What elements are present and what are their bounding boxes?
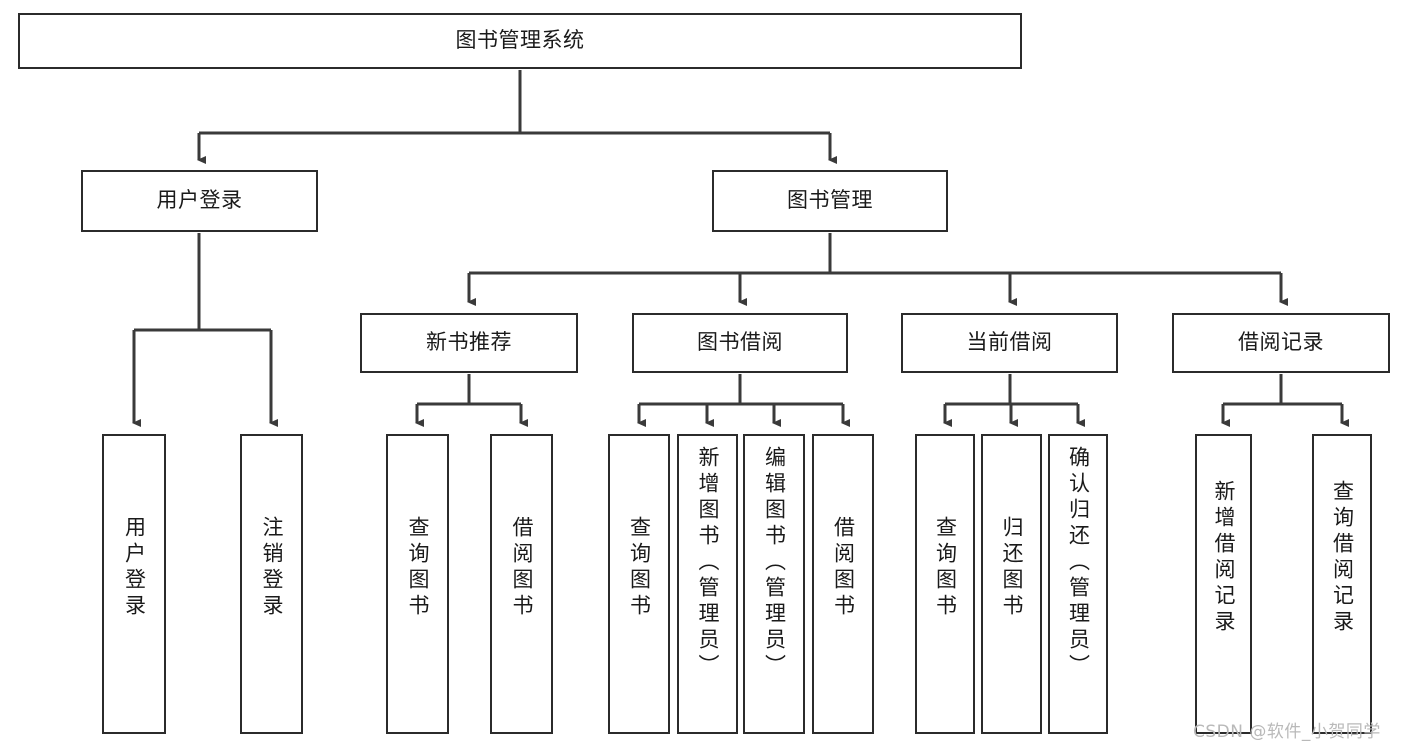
leaf-borrow-edit-book-admin[interactable]: 编辑图书（管理员） [743,434,805,734]
node-label: 查询图书 [406,516,430,620]
leaf-current-confirm-return-admin[interactable]: 确认归还（管理员） [1048,434,1108,734]
leaf-current-return-books[interactable]: 归还图书 [981,434,1042,734]
node-label: 新增图书（管理员） [696,446,720,680]
node-label: 归还图书 [1000,516,1024,620]
node-label: 新书推荐 [426,330,512,355]
node-label: 借阅记录 [1238,330,1324,355]
leaf-borrow-add-book-admin[interactable]: 新增图书（管理员） [677,434,738,734]
leaf-current-query-books[interactable]: 查询图书 [915,434,975,734]
leaf-borrow-borrow-books[interactable]: 借阅图书 [812,434,874,734]
leaf-new-book-query-books[interactable]: 查询图书 [386,434,449,734]
node-label: 图书借阅 [697,330,783,355]
node-user-login[interactable]: 用户登录 [81,170,318,232]
leaf-logout[interactable]: 注销登录 [240,434,303,734]
node-borrowing-records[interactable]: 借阅记录 [1172,313,1390,373]
node-label: 图书管理 [787,188,873,213]
node-root-book-management-system[interactable]: 图书管理系统 [18,13,1022,69]
node-book-management[interactable]: 图书管理 [712,170,948,232]
node-label: 查询图书 [627,516,652,620]
leaf-records-add-record[interactable]: 新增借阅记录 [1195,434,1252,734]
node-label: 编辑图书（管理员） [762,446,787,680]
node-label: 查询借阅记录 [1330,480,1355,636]
node-label: 借阅图书 [510,516,534,620]
node-label: 当前借阅 [966,330,1053,355]
node-label: 用户登录 [156,188,243,213]
node-label: 借阅图书 [831,516,856,620]
node-label: 用户登录 [122,516,147,620]
leaf-borrow-query-books[interactable]: 查询图书 [608,434,670,734]
node-label: 新增借阅记录 [1212,480,1236,636]
leaf-new-book-borrow-books[interactable]: 借阅图书 [490,434,553,734]
node-label: 图书管理系统 [455,28,585,53]
node-label: 注销登录 [260,516,284,620]
leaf-user-login[interactable]: 用户登录 [102,434,166,734]
leaf-records-query-record[interactable]: 查询借阅记录 [1312,434,1372,734]
node-current-borrowing[interactable]: 当前借阅 [901,313,1118,373]
node-label: 确认归还（管理员） [1066,446,1091,680]
node-label: 查询图书 [933,516,958,620]
node-new-book-recommendation[interactable]: 新书推荐 [360,313,578,373]
node-book-borrowing[interactable]: 图书借阅 [632,313,848,373]
